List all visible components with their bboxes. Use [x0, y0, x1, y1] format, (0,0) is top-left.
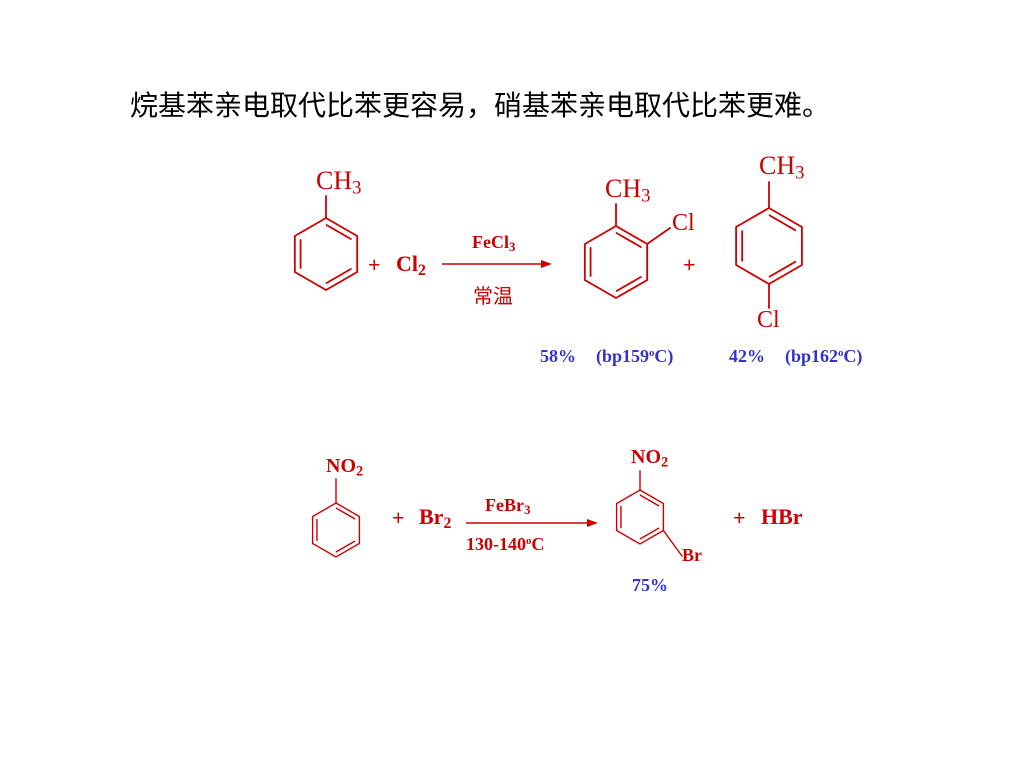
para-product-chloro-label: Cl: [757, 307, 780, 333]
toluene-ring: [293, 216, 359, 292]
para-product-ring: [735, 206, 803, 286]
ortho-product-ring-double-bond-1: [615, 232, 642, 248]
para-product-ring-outline: [735, 206, 803, 286]
ortho-product-ring-double-bond-2: [615, 276, 642, 292]
bromonitro-product-ring: [615, 489, 665, 545]
reaction2-arrow-head: [587, 519, 598, 527]
nitrobenzene-ring-double-bond-2: [335, 540, 356, 553]
febr3-catalyst-label: FeBr3: [485, 495, 531, 518]
plus-sign-1: +: [368, 252, 381, 277]
plus-sign-2: +: [683, 252, 696, 277]
ortho-bp-label: (bp159oC): [596, 346, 674, 366]
reaction2-arrow: [466, 519, 598, 527]
ortho-product-ring: [583, 224, 649, 300]
product-yield-label: 75%: [632, 575, 668, 595]
temperature-condition-label: 130-140oC: [466, 534, 545, 554]
product-bromo-label: Br: [682, 545, 702, 565]
toluene-methyl-label: CH3: [316, 166, 362, 199]
reaction1-arrow-head: [541, 260, 552, 268]
nitrobenzene-ring-outline: [311, 502, 361, 558]
fecl3-catalyst-label: FeCl3: [472, 232, 516, 255]
para-product-methyl-label: CH3: [759, 151, 805, 184]
ortho-yield-label: 58%: [540, 346, 576, 366]
chlorine-reagent-label: Cl2: [396, 251, 426, 279]
ortho-product-methyl-label: CH3: [605, 174, 651, 207]
toluene-ring-double-bond-2: [325, 268, 352, 284]
plus-sign-3: +: [392, 505, 405, 530]
toluene-ring-double-bond-1: [325, 224, 352, 240]
reaction-arrows: [442, 260, 598, 527]
ortho-product-ring-outline: [583, 224, 649, 300]
product-nitro-label: NO2: [631, 446, 669, 471]
toluene-ring-outline: [293, 216, 359, 292]
ortho-chloro-bond: [646, 227, 671, 245]
para-product-ring-double-bond-1: [768, 214, 797, 232]
bromonitro-product-ring-double-bond-1: [639, 494, 660, 507]
bromine-reagent-label: Br2: [419, 504, 452, 532]
nitrobenzene-nitro-label: NO2: [326, 455, 364, 480]
para-bp-label: (bp162oC): [785, 346, 863, 366]
substituent-bonds: [325, 181, 770, 557]
product-bromo-bond: [662, 529, 683, 557]
bromonitro-product-ring-double-bond-2: [639, 527, 660, 540]
benzene-rings: [293, 206, 803, 558]
ortho-product-chloro-label: Cl: [672, 210, 695, 236]
plus-sign-4: +: [733, 505, 746, 530]
para-product-ring-double-bond-2: [768, 260, 797, 278]
nitrobenzene-ring: [311, 502, 361, 558]
bromonitro-product-ring-outline: [615, 489, 665, 545]
room-temp-condition-label: 常温: [473, 284, 513, 308]
nitrobenzene-ring-double-bond-1: [335, 507, 356, 520]
reaction1-arrow: [442, 260, 552, 268]
hbr-byproduct-label: HBr: [761, 504, 803, 529]
heading-text: 烷基苯亲电取代比苯更容易，硝基苯亲电取代比苯更难。: [130, 89, 831, 122]
para-yield-label: 42%: [729, 346, 765, 366]
